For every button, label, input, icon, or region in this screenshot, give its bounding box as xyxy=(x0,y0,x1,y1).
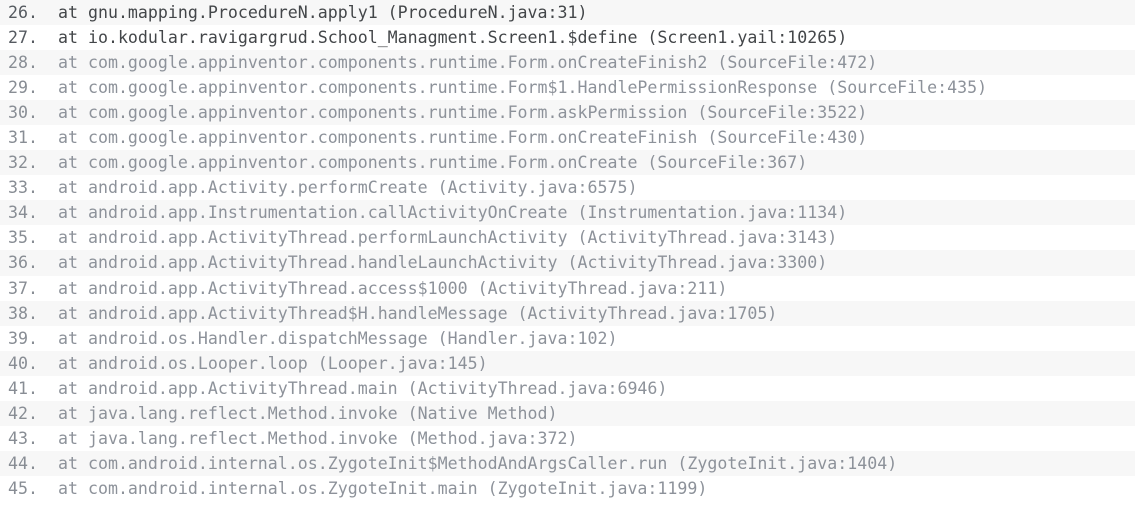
stack-frame-text: at com.google.appinventor.components.run… xyxy=(58,53,878,73)
stack-frame-text: at com.google.appinventor.components.run… xyxy=(58,78,988,98)
stack-frame-text: at io.kodular.ravigargrud.School_Managme… xyxy=(58,28,848,48)
stack-frame-text: at android.app.ActivityThread.handleLaun… xyxy=(58,253,828,273)
stack-frame-line-number: 27. xyxy=(8,28,38,48)
stack-frame-row: 39. at android.os.Handler.dispatchMessage… xyxy=(0,325,1135,351)
stack-frame-text: at android.app.ActivityThread.main (Acti… xyxy=(58,378,668,398)
stack-frame-row: 45. at com.android.internal.os.ZygoteInit… xyxy=(0,475,1135,501)
stack-frame-line-number: 41. xyxy=(8,378,38,398)
stack-frame-text: at android.app.Instrumentation.callActiv… xyxy=(58,203,848,223)
stack-frame-line-number: 42. xyxy=(8,403,38,423)
stack-frame-text: at android.app.ActivityThread$H.handleMe… xyxy=(58,303,778,323)
stack-frame-text: at java.lang.reflect.Method.invoke (Nati… xyxy=(58,403,558,423)
stack-frame-text: at com.android.internal.os.ZygoteInit$Me… xyxy=(58,453,898,473)
stack-frame-row: 37. at android.app.ActivityThread.access$… xyxy=(0,275,1135,301)
stack-frame-row: 41. at android.app.ActivityThread.main (A… xyxy=(0,375,1135,401)
stack-frame-text: at gnu.mapping.ProcedureN.apply1 (Proced… xyxy=(58,3,588,22)
stack-frame-row: 30. at com.google.appinventor.components.… xyxy=(0,100,1135,126)
stack-frame-text: at java.lang.reflect.Method.invoke (Meth… xyxy=(58,428,578,448)
stack-frame-line-number: 39. xyxy=(8,328,38,348)
stack-frame-row: 35. at android.app.ActivityThread.perform… xyxy=(0,225,1135,251)
stack-frame-text: at android.app.ActivityThread.access$100… xyxy=(58,278,728,298)
stack-frame-line-number: 37. xyxy=(8,278,38,298)
stack-frame-row: 29. at com.google.appinventor.components.… xyxy=(0,75,1135,101)
stack-frame-text: at com.android.internal.os.ZygoteInit.ma… xyxy=(58,478,708,498)
stack-frame-text: at com.google.appinventor.components.run… xyxy=(58,128,868,148)
stack-frame-line-number: 29. xyxy=(8,78,38,98)
stack-frame-text: at com.google.appinventor.components.run… xyxy=(58,153,808,173)
stack-frame-row: 31. at com.google.appinventor.components.… xyxy=(0,125,1135,151)
stack-frame-line-number: 32. xyxy=(8,153,38,173)
stack-frame-line-number: 26. xyxy=(8,3,38,22)
stack-frame-line-number: 38. xyxy=(8,303,38,323)
stack-frame-line-number: 35. xyxy=(8,228,38,248)
stack-frame-row: 43. at java.lang.reflect.Method.invoke (M… xyxy=(0,425,1135,451)
stack-frame-row: 40. at android.os.Looper.loop (Looper.jav… xyxy=(0,350,1135,376)
stack-frame-line-number: 43. xyxy=(8,428,38,448)
stack-frame-line-number: 33. xyxy=(8,178,38,198)
stack-frame-text: at android.os.Handler.dispatchMessage (H… xyxy=(58,328,618,348)
stack-frame-text: at android.app.ActivityThread.performLau… xyxy=(58,228,838,248)
stack-frame-row: 33. at android.app.Activity.performCreate… xyxy=(0,175,1135,201)
stack-frame-line-number: 30. xyxy=(8,103,38,123)
stack-frame-row: 28. at com.google.appinventor.components.… xyxy=(0,50,1135,76)
stack-frame-row: 32. at com.google.appinventor.components.… xyxy=(0,150,1135,176)
stack-frame-line-number: 28. xyxy=(8,53,38,73)
stack-frame-text: at android.os.Looper.loop (Looper.java:1… xyxy=(58,353,488,373)
stack-frame-row: 26. at gnu.mapping.ProcedureN.apply1 (Pro… xyxy=(0,0,1135,26)
stack-frame-line-number: 31. xyxy=(8,128,38,148)
stack-frame-row: 38. at android.app.ActivityThread$H.handl… xyxy=(0,300,1135,326)
stack-frame-line-number: 34. xyxy=(8,203,38,223)
stack-frame-row: 34. at android.app.Instrumentation.callAc… xyxy=(0,200,1135,226)
stack-frame-text: at com.google.appinventor.components.run… xyxy=(58,103,868,123)
stack-frame-text: at android.app.Activity.performCreate (A… xyxy=(58,178,638,198)
stack-frame-line-number: 40. xyxy=(8,353,38,373)
stack-frame-line-number: 36. xyxy=(8,253,38,273)
stack-frame-line-number: 44. xyxy=(8,453,38,473)
stack-frame-row: 44. at com.android.internal.os.ZygoteInit… xyxy=(0,450,1135,476)
stack-frame-row: 27. at io.kodular.ravigargrud.School_Mana… xyxy=(0,25,1135,51)
stack-frame-row: 42. at java.lang.reflect.Method.invoke (N… xyxy=(0,400,1135,426)
stack-frame-line-number: 45. xyxy=(8,478,38,498)
stack-frame-row: 36. at android.app.ActivityThread.handleL… xyxy=(0,250,1135,276)
